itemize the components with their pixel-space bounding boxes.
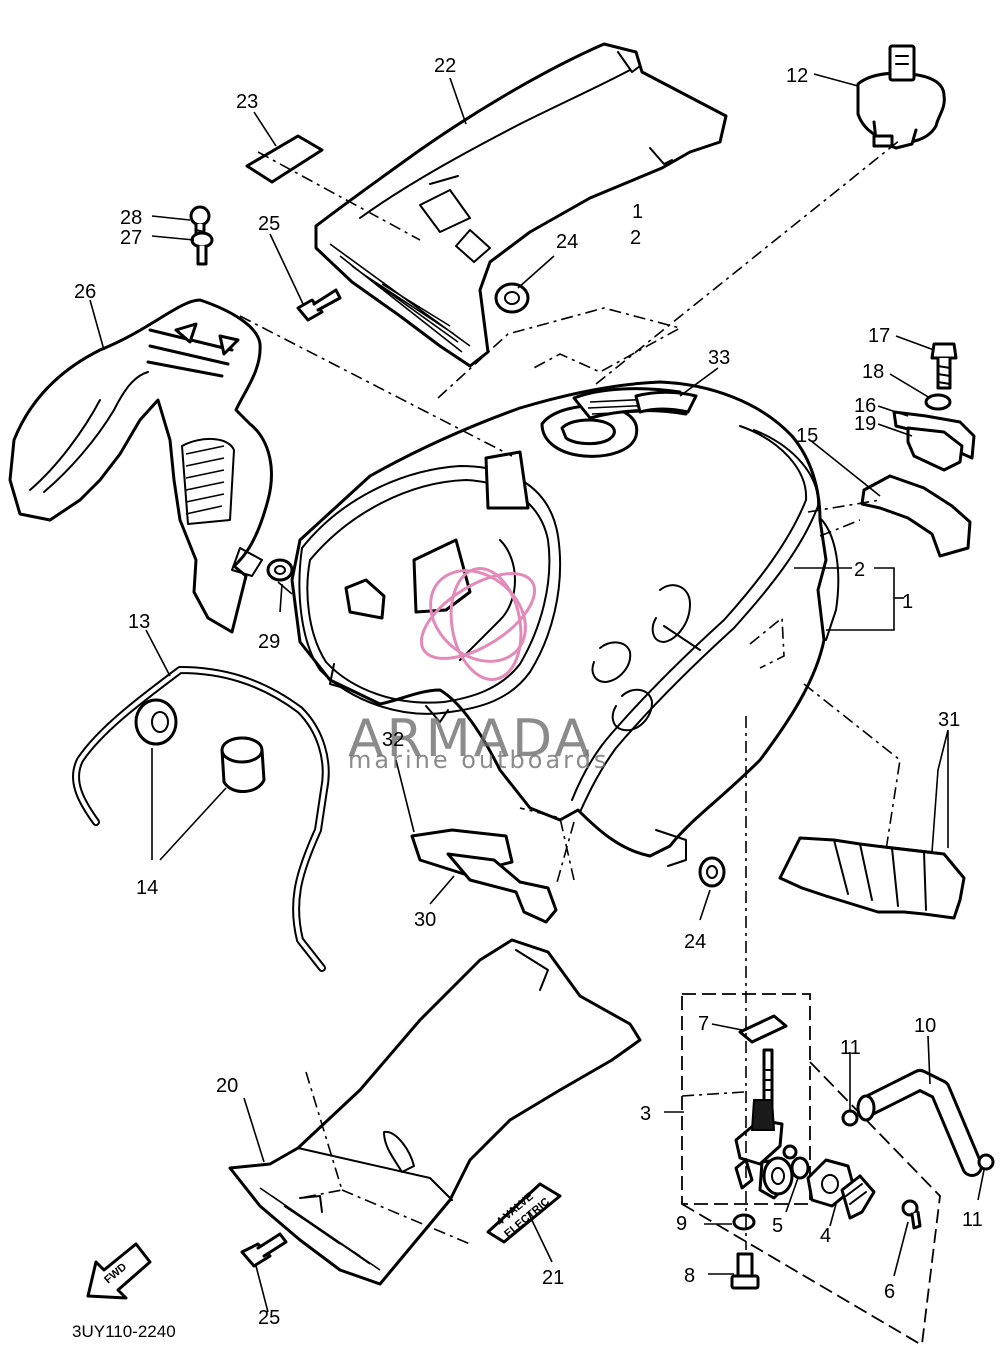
callout-11-lower: 11	[962, 1209, 983, 1231]
part-4-lever	[806, 1158, 876, 1220]
callout-11-upper: 11	[840, 1037, 861, 1059]
part-5-o-ring	[790, 1156, 810, 1180]
part-33-pad	[634, 390, 698, 414]
part-11-clip-lower	[977, 1153, 995, 1171]
callout-19: 19	[854, 413, 876, 435]
callout-1: 1	[902, 591, 913, 613]
callout-2: 2	[854, 559, 865, 581]
part-24-grommet-lower	[698, 856, 726, 888]
callout-28: 28	[120, 207, 142, 229]
part-30-bracket	[446, 852, 558, 924]
callout-33: 33	[708, 347, 730, 369]
callout-10: 10	[914, 1015, 936, 1037]
callout-7: 7	[698, 1013, 709, 1035]
part-23-pad	[245, 134, 324, 184]
fraction-numerator: 1	[632, 201, 643, 223]
fraction-denominator: 2	[630, 227, 641, 249]
callout-24-lower: 24	[684, 931, 706, 953]
callout-21: 21	[542, 1267, 564, 1289]
callout-22: 22	[434, 55, 456, 77]
callout-17: 17	[868, 325, 890, 347]
callout-16: 16	[854, 395, 876, 417]
callout-29: 29	[258, 631, 280, 653]
fuel-tank	[290, 380, 840, 867]
callout-5: 5	[772, 1215, 783, 1237]
callout-24-upper: 24	[556, 231, 578, 253]
callout-3: 3	[640, 1103, 651, 1125]
part-29-grommet	[266, 558, 294, 582]
part-27-bolt	[190, 231, 214, 266]
watermark-brand: ARMADA	[348, 709, 593, 769]
part-13-bracket	[72, 666, 330, 972]
part-19-plate	[906, 426, 964, 472]
leader-lines	[89, 73, 985, 1313]
watermark-tagline: marine outboards	[348, 746, 609, 774]
part-12-fuel-cap	[856, 44, 946, 150]
callout-20: 20	[216, 1075, 238, 1097]
part-11-clip-upper	[841, 1109, 859, 1127]
armada-logo: ARMADA marine outboards	[348, 567, 609, 774]
callout-25-lower: 25	[258, 1307, 280, 1329]
fuel-cock-body	[734, 1048, 798, 1200]
fuel-cock-group-box-ext	[681, 1061, 941, 1345]
assembly-lines	[239, 139, 901, 1250]
part-8-bolt	[730, 1252, 760, 1290]
part-10-fuel-hose	[856, 1069, 983, 1177]
fwd-arrow-icon: FWD	[86, 1242, 152, 1300]
callout-25-upper: 25	[258, 213, 280, 235]
callout-12: 12	[786, 65, 808, 87]
part-21-decal: 4 VALVE ELECTRIC	[486, 1182, 562, 1244]
callout-15: 15	[796, 425, 818, 447]
callout-26: 26	[74, 281, 96, 303]
part-15-bracket	[860, 474, 972, 558]
callout-23: 23	[236, 91, 258, 113]
callout-8: 8	[684, 1265, 695, 1287]
callout-9: 9	[676, 1213, 687, 1235]
callout-14: 14	[136, 877, 158, 899]
part-22-upper-cover	[314, 42, 728, 368]
callout-18: 18	[862, 361, 884, 383]
callout-6: 6	[884, 1281, 895, 1303]
part-6-screw	[901, 1199, 922, 1230]
part-18-washer	[924, 393, 952, 411]
callout-4: 4	[820, 1225, 831, 1247]
part-9-washer	[732, 1213, 756, 1231]
callout-labels: 22 23 12 28 27 25 24 26 1 2 33 17 18 16 …	[74, 55, 983, 1329]
callout-30: 30	[414, 909, 436, 931]
part-7-strainer-clip	[738, 1014, 788, 1044]
part-25-bolt-lower	[240, 1232, 288, 1268]
callout-31: 31	[938, 709, 960, 731]
part-31-knee-pad	[778, 836, 966, 920]
callout-13: 13	[128, 611, 150, 633]
callout-27: 27	[120, 227, 142, 249]
part-24-grommet-upper	[494, 282, 530, 314]
part-20-lower-cover	[228, 938, 642, 1286]
part-26-side-cover	[8, 298, 273, 634]
part-14-damper-left	[134, 698, 178, 746]
callout-32: 32	[382, 729, 404, 751]
part-14-damper-right	[220, 736, 266, 793]
drawing-code: 3UY110-2240	[72, 1322, 176, 1341]
part-17-bolt	[930, 342, 958, 390]
